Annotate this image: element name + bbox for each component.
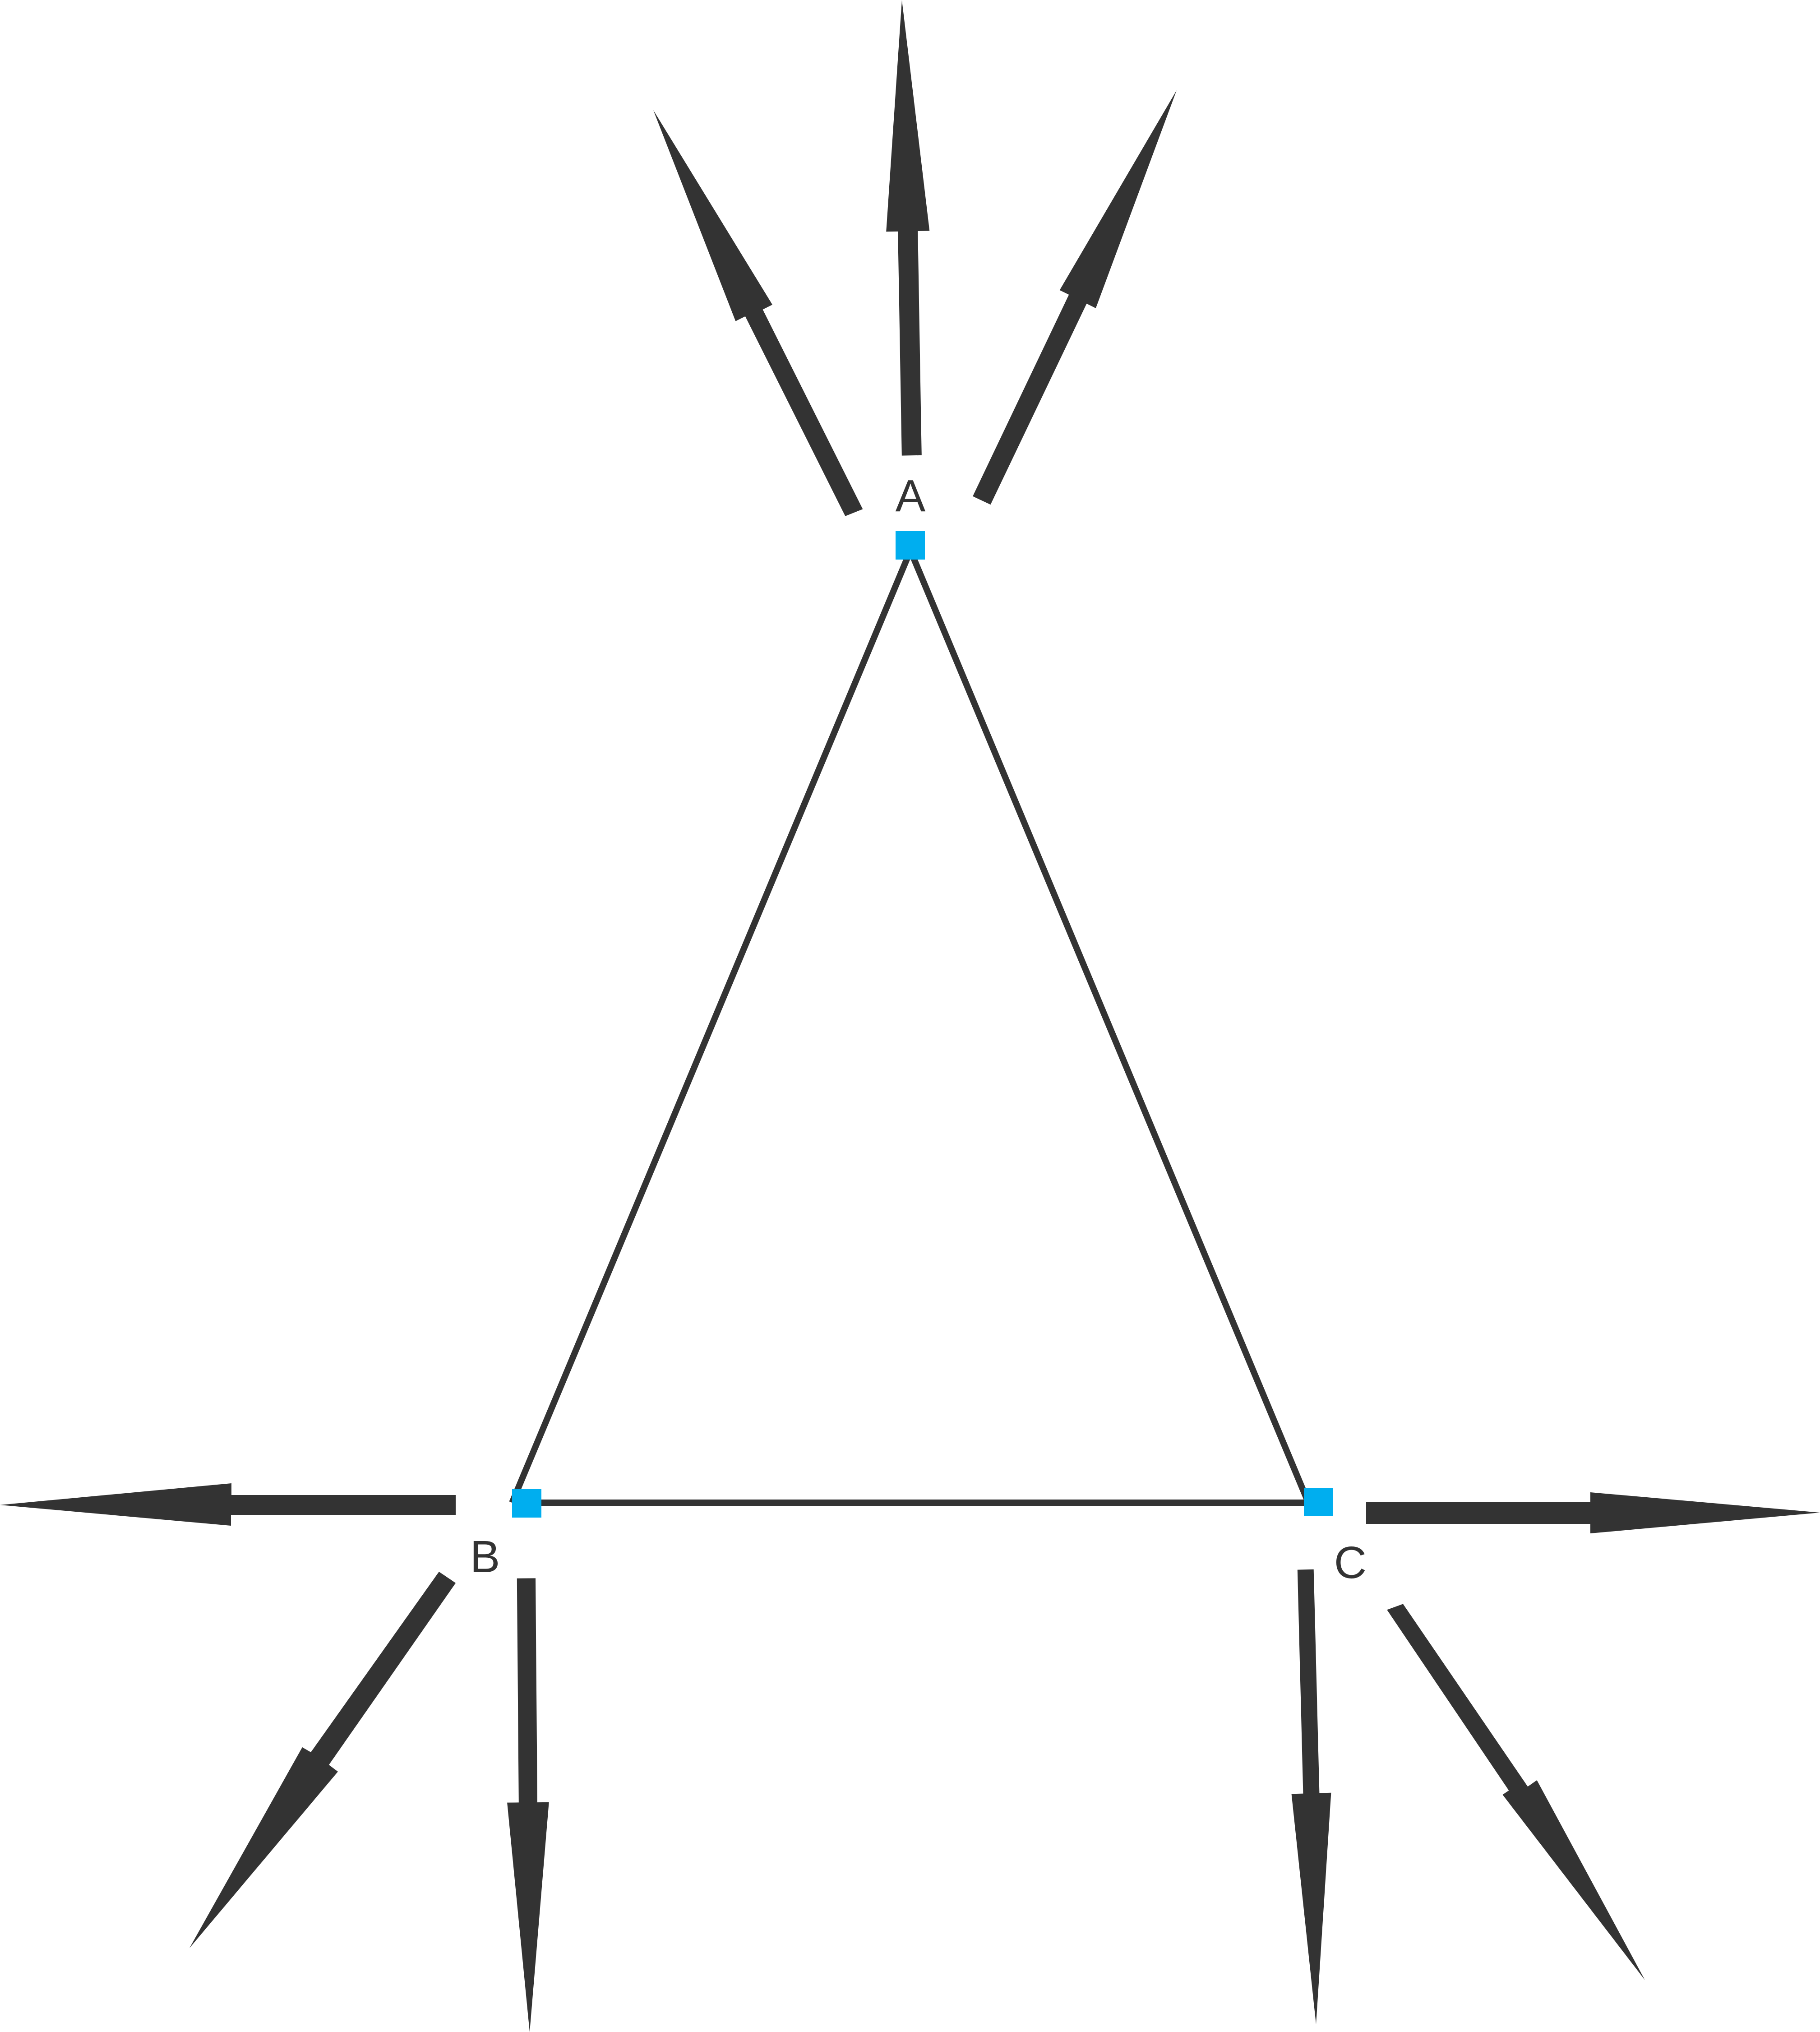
- vertex-b-label: B: [470, 1532, 500, 1582]
- vertex-markers: [512, 531, 1333, 1518]
- edge-a-b: [509, 549, 914, 1504]
- arrow-c-down: [1291, 1569, 1331, 2024]
- vertex-labels: A B C: [470, 471, 1367, 1588]
- vertex-c-arrows: [1291, 1492, 1820, 2024]
- vertex-a-arrows: [653, 0, 1177, 516]
- arrow-b-down: [507, 1578, 549, 2032]
- arrow-b-down-left: [189, 1572, 456, 1948]
- arrow-a-up-left: [653, 110, 863, 516]
- arrow-a-up-right: [973, 90, 1177, 505]
- vertex-c-label: C: [1334, 1537, 1367, 1588]
- triangle-edges: [509, 549, 1312, 1506]
- arrow-b-left: [0, 1483, 456, 1526]
- vertex-a-marker[interactable]: [896, 531, 925, 560]
- arrow-c-right: [1366, 1492, 1820, 1533]
- vertex-b-marker[interactable]: [512, 1489, 541, 1518]
- vertex-b-arrows: [0, 1483, 549, 2032]
- arrow-a-up: [886, 0, 930, 456]
- arrow-c-down-right: [1387, 1604, 1645, 1980]
- edge-c-a: [907, 549, 1312, 1504]
- vertex-a-label: A: [896, 471, 926, 521]
- vertex-c-marker[interactable]: [1304, 1488, 1333, 1516]
